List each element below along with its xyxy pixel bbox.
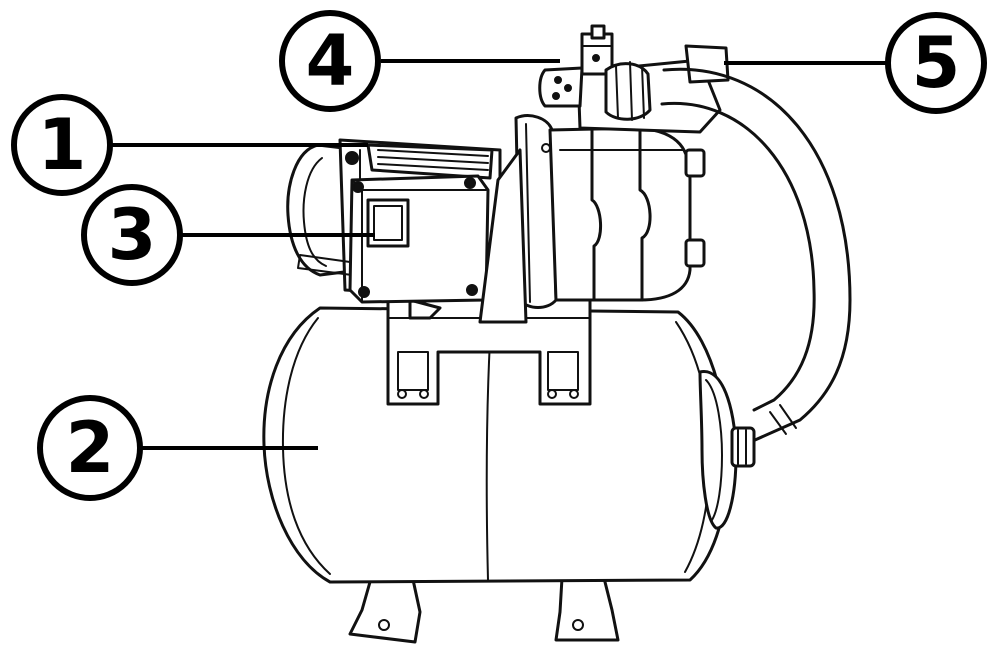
- outlet-fitting: [730, 426, 756, 468]
- foot-bolt-left: [378, 619, 390, 631]
- terminal-box: [348, 174, 490, 304]
- callout-circle-3: [81, 184, 183, 286]
- tank-seam: [485, 339, 491, 581]
- tank-foot-right: [554, 576, 620, 642]
- callout-4: 4: [279, 10, 560, 112]
- callout-number-1: 1: [38, 104, 87, 186]
- pump-head: [478, 114, 706, 324]
- callout-5: 5: [724, 12, 987, 114]
- callout-circle-5: [885, 12, 987, 114]
- foot-bolt-right: [572, 619, 584, 631]
- callout-2: 2: [37, 395, 318, 501]
- flange-inner: [705, 379, 723, 521]
- valve-stem: [580, 32, 614, 76]
- callout-1: 1: [11, 94, 368, 196]
- hose-clamp: [684, 44, 730, 84]
- callout-circle-4: [279, 10, 381, 112]
- callout-number-2: 2: [66, 407, 115, 489]
- callout-number-4: 4: [306, 20, 355, 102]
- pressure-switch-assembly: [538, 24, 730, 134]
- pump-body: [548, 126, 692, 302]
- tank-foot-left: [348, 573, 422, 644]
- pressure-gauge: [538, 66, 584, 108]
- hose: [660, 67, 852, 442]
- tank-end-flange: [698, 370, 738, 530]
- pressure-tank: [262, 306, 756, 644]
- motor-fins: [366, 143, 494, 180]
- callout-3: 3: [81, 184, 375, 286]
- callout-number-3: 3: [108, 194, 157, 276]
- callout-number-5: 5: [912, 22, 961, 104]
- bracket-plate: [386, 298, 592, 406]
- callout-circle-2: [37, 395, 143, 501]
- callout-circle-1: [11, 94, 113, 196]
